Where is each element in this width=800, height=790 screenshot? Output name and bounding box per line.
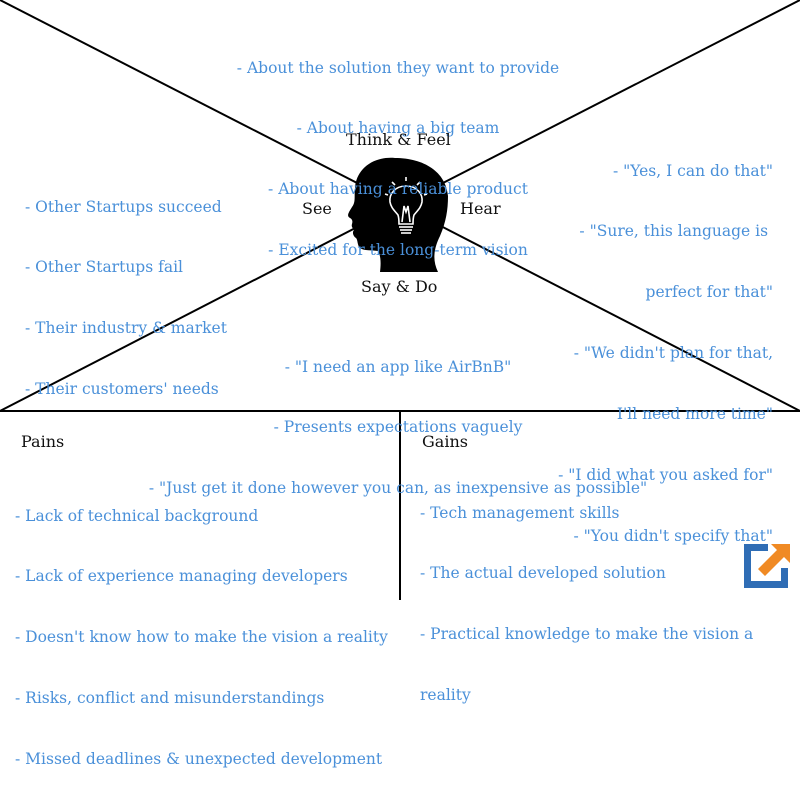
hear-item: - "You didn't specify that" (573, 526, 773, 545)
empathy-map-frame (0, 0, 800, 600)
think-feel-list: - About the solution they want to provid… (198, 17, 598, 281)
head-icon (348, 157, 448, 272)
hear-item: - "Sure, this language is (579, 222, 773, 241)
see-item: - Other Startups fail (25, 258, 183, 277)
hear-item: - "Yes, I can do that" (612, 161, 773, 180)
see-label: See (302, 199, 332, 218)
pains-item: - Missed deadlines & unexpected developm… (15, 750, 383, 769)
think-feel-item: - About having a big team (296, 119, 500, 138)
say-do-label: Say & Do (361, 277, 438, 296)
hear-label: Hear (460, 199, 501, 218)
pains-list: - Lack of technical background - Lack of… (15, 465, 388, 790)
diagonal-top-left (0, 0, 401, 206)
hear-list: - "Yes, I can do that" - "Sure, this lan… (558, 120, 773, 567)
think-feel-item: - Excited for the long-term vision (268, 241, 528, 260)
diagonal-bottom-left (0, 204, 401, 412)
say-do-item: - "I need an app like AirBnB" (284, 357, 512, 376)
brand-logo-icon (744, 544, 790, 588)
say-do-item: - "Just get it done however you can, as … (148, 479, 648, 498)
see-list: - Other Startups succeed - Other Startup… (25, 156, 227, 420)
diagonal-bottom-right (399, 204, 800, 412)
gains-item: - Practical knowledge to make the vision… (420, 625, 754, 644)
gains-list: - Tech management skills - The actual de… (420, 462, 753, 726)
say-do-item: - Presents expectations vaguely (273, 418, 523, 437)
see-item: - Their industry & market (25, 319, 227, 338)
hear-item: - "We didn't plan for that, (573, 344, 773, 363)
pains-label: Pains (21, 432, 65, 451)
hear-item: I'll need more time" (616, 405, 773, 424)
gains-item: - Tech management skills (420, 503, 620, 522)
see-item: - Their customers' needs (25, 380, 219, 399)
see-item: - Other Startups succeed (25, 197, 222, 216)
think-feel-item: - About the solution they want to provid… (236, 58, 560, 77)
think-feel-item: - About having a reliable product (268, 180, 528, 199)
hear-item: - "I did what you asked for" (558, 466, 773, 485)
pains-item: - Lack of experience managing developers (15, 567, 348, 586)
pains-item: - Risks, conflict and misunderstandings (15, 689, 325, 708)
logo-orange-arrow (758, 544, 790, 576)
diagonal-top-right (399, 0, 800, 206)
say-do-list: - "I need an app like AirBnB" - Presents… (98, 316, 698, 519)
lightbulb-icon (384, 177, 428, 234)
hear-item: perfect for that" (645, 283, 773, 302)
logo-blue-frame (744, 544, 788, 588)
pains-item: - Lack of technical background (15, 506, 259, 525)
gains-item: - The actual developed solution (420, 564, 666, 583)
pains-item: - Doesn't know how to make the vision a … (15, 628, 388, 647)
gains-item: reality (420, 686, 471, 705)
think-feel-label: Think & Feel (346, 130, 451, 149)
gains-label: Gains (422, 432, 468, 451)
